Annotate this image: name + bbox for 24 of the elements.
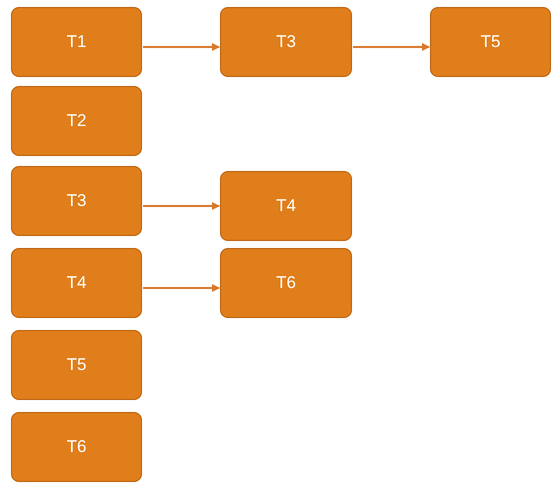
task-box: [220, 248, 352, 318]
arrow: [143, 284, 220, 292]
task-box: [11, 7, 142, 77]
arrow: [143, 43, 220, 51]
task-label: T6: [66, 436, 86, 458]
task-label: T2: [66, 110, 86, 132]
task-box: [220, 7, 352, 77]
task-box: [11, 86, 142, 156]
arrow: [353, 43, 430, 51]
task-label: T5: [66, 354, 86, 376]
task-box: [11, 412, 142, 482]
task-box: [430, 7, 551, 77]
arrow: [143, 202, 220, 210]
task-box: [11, 330, 142, 400]
task-box: [220, 171, 352, 241]
task-label: T5: [480, 31, 500, 54]
task-label: T3: [66, 190, 86, 212]
task-box: [11, 248, 142, 318]
task-label: T4: [276, 195, 296, 218]
task-label: T1: [66, 31, 86, 54]
task-box: [11, 166, 142, 236]
task-label: T6: [276, 272, 296, 294]
task-label: T4: [66, 272, 86, 294]
task-label: T3: [276, 31, 296, 54]
